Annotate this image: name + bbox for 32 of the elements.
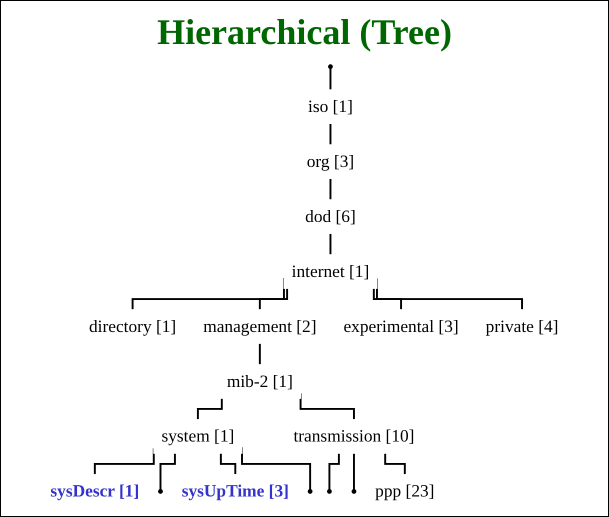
- node-circle: [308, 489, 313, 494]
- node-text: transmission [10]: [294, 426, 415, 446]
- node-circle: [352, 489, 356, 494]
- title: Hierarchical (Tree): [157, 11, 452, 53]
- connector: [330, 68, 332, 91]
- node-text: directory [1]: [89, 316, 176, 336]
- node-text: sysDescr [1]: [50, 481, 140, 501]
- connector: [197, 398, 223, 421]
- node-text: dod [6]: [305, 206, 356, 226]
- connector: [220, 453, 236, 476]
- node-text: org [3]: [306, 152, 354, 171]
- node-circle: [328, 64, 333, 70]
- connector: [328, 453, 340, 490]
- connector: [330, 233, 332, 256]
- node-text: ppp [23]: [375, 481, 435, 501]
- connector: [160, 453, 176, 490]
- node-circle: [327, 489, 332, 494]
- connector: [384, 453, 406, 476]
- connector: [258, 288, 288, 311]
- connector: [132, 278, 285, 311]
- connector: [353, 453, 355, 490]
- node-text: experimental [3]: [344, 316, 459, 336]
- node-text: management [2]: [203, 316, 317, 336]
- node-text: iso [1]: [308, 96, 353, 116]
- connector: [330, 124, 332, 146]
- node-text: sysUpTime [3]: [182, 481, 289, 501]
- node-text: mib-2 [1]: [226, 371, 293, 391]
- connector: [330, 178, 332, 201]
- node-text: private [4]: [486, 316, 559, 336]
- connector: [372, 288, 402, 311]
- connector: [258, 343, 261, 366]
- node-circle: [158, 489, 163, 494]
